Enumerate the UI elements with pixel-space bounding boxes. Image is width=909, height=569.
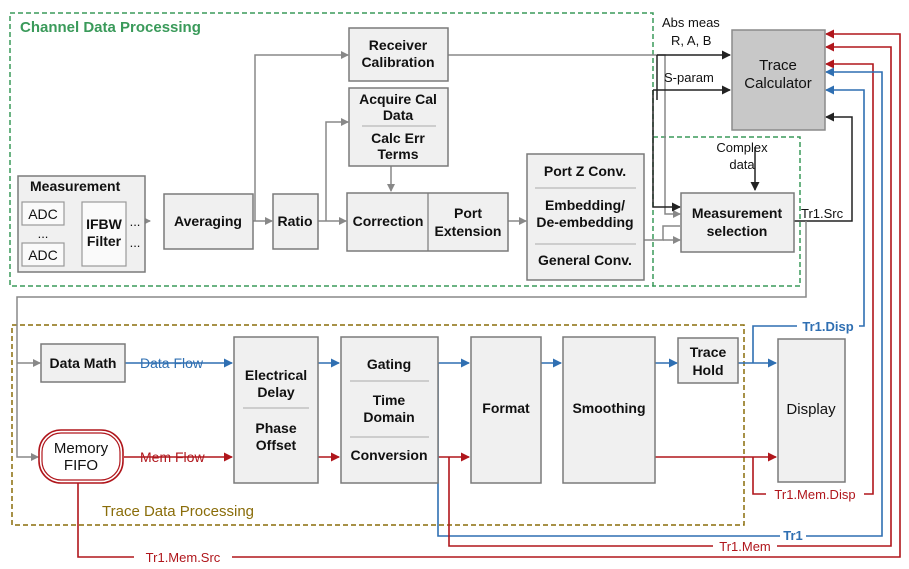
complex-line2: data	[729, 157, 755, 172]
mem-flow-label: Mem Flow	[140, 449, 205, 465]
time-line1: Time	[373, 392, 406, 408]
gating-block: Gating Time Domain Conversion	[340, 336, 439, 484]
smoothing-block: Smoothing	[562, 336, 656, 484]
measurement-title: Measurement	[30, 178, 121, 194]
correction-label: Correction	[353, 213, 424, 229]
trace-calc-line2: Calculator	[744, 75, 812, 92]
link-conv-sel	[644, 225, 680, 241]
conversion-label: Conversion	[350, 447, 427, 463]
memory-line2: FIFO	[64, 457, 98, 474]
averaging-block: Averaging	[163, 193, 254, 250]
acquire-line1: Acquire Cal	[359, 91, 437, 107]
display-block: Display	[777, 338, 846, 483]
trace-section-outline	[11, 324, 745, 526]
trace-hold-block: Trace Hold	[677, 337, 739, 384]
tr1-mem-label: Tr1.Mem	[719, 539, 771, 554]
tr1-label: Tr1	[783, 528, 803, 543]
channel-section-title: Channel Data Processing	[20, 19, 201, 36]
link-tr1mem	[448, 42, 892, 547]
port-ext-line1: Port	[454, 205, 482, 221]
elec-line2: Delay	[257, 384, 295, 400]
ifbw-dots-1: ...	[130, 214, 141, 229]
link-tr1src	[794, 112, 853, 222]
port-ext-line2: Extension	[435, 223, 502, 239]
link-tr1memsrc	[77, 29, 901, 558]
rcal-line1: Receiver	[369, 37, 428, 53]
gating-label: Gating	[367, 356, 411, 372]
ifbw-line2: Filter	[87, 233, 122, 249]
electrical-delay-block: Electrical Delay Phase Offset	[233, 336, 319, 484]
embed-line2: De-embedding	[536, 214, 633, 230]
receiver-calibration-block: Receiver Calibration	[348, 27, 449, 82]
adc-1: ADC	[28, 206, 58, 222]
portz-label: Port Z Conv.	[544, 163, 626, 179]
measurement-block: Measurement ADC ... ADC IFBW Filter ... …	[17, 175, 146, 273]
ratio-label: Ratio	[278, 213, 313, 229]
trace-hold-line1: Trace	[690, 344, 727, 360]
rcal-line2: Calibration	[361, 54, 434, 70]
tr1-disp-label: Tr1.Disp	[802, 319, 853, 334]
link-tr1disp	[752, 85, 865, 363]
data-math-label: Data Math	[50, 355, 117, 371]
adc-dots: ...	[38, 226, 49, 241]
measurement-selection-block: Measurement selection	[680, 192, 795, 253]
trace-section-title: Trace Data Processing	[102, 503, 254, 520]
abs-meas-label: Abs meas	[662, 15, 720, 30]
time-line2: Domain	[363, 409, 414, 425]
channel-section-extension	[653, 136, 801, 287]
tr1-mem-disp-label: Tr1.Mem.Disp	[774, 487, 855, 502]
link-sparam-sel	[652, 90, 681, 212]
link-rcal-sel	[448, 54, 681, 218]
memory-line1: Memory	[54, 440, 109, 457]
trace-calculator-block: Trace Calculator	[731, 29, 826, 131]
correction-block: Correction Port Extension	[346, 192, 509, 252]
phase-line1: Phase	[255, 420, 296, 436]
meas-sel-line2: selection	[707, 223, 768, 239]
trace-calc-line1: Trace	[759, 57, 797, 74]
adc-2: ADC	[28, 247, 58, 263]
format-label: Format	[482, 400, 530, 416]
complex-line1: Complex	[716, 140, 768, 155]
ratio-block: Ratio	[272, 193, 319, 250]
display-label: Display	[786, 401, 836, 418]
link-src-memory	[16, 221, 807, 461]
data-flow-label: Data Flow	[140, 355, 204, 371]
acquire-line2: Data	[383, 107, 414, 123]
link-tr1memdisp	[752, 59, 874, 495]
trace-hold-line2: Hold	[692, 362, 723, 378]
link-ratio-acq	[325, 118, 349, 221]
data-math-block: Data Math	[40, 343, 126, 383]
averaging-label: Averaging	[174, 213, 242, 229]
sparam-label: S-param	[664, 70, 714, 85]
calc-err-line2: Terms	[378, 146, 419, 162]
elec-line1: Electrical	[245, 367, 307, 383]
conversion-stack-block: Port Z Conv. Embedding/ De-embedding Gen…	[526, 153, 645, 281]
meas-sel-line1: Measurement	[692, 205, 783, 221]
embed-line1: Embedding/	[545, 197, 625, 213]
smoothing-label: Smoothing	[572, 400, 645, 416]
calc-err-line1: Calc Err	[371, 130, 425, 146]
phase-line2: Offset	[256, 437, 297, 453]
tr1-src-label: Tr1.Src	[801, 206, 844, 221]
general-label: General Conv.	[538, 252, 632, 268]
ifbw-dots-2: ...	[130, 235, 141, 250]
tr1-mem-src-label: Tr1.Mem.Src	[146, 550, 221, 565]
abs-rab-label: R, A, B	[671, 33, 711, 48]
link-avg-rcal	[254, 51, 349, 221]
format-block: Format	[470, 336, 542, 484]
ifbw-line1: IFBW	[86, 216, 123, 232]
acquire-cal-block: Acquire Cal Data Calc Err Terms	[348, 87, 449, 167]
memory-fifo-block: Memory FIFO	[38, 429, 124, 484]
